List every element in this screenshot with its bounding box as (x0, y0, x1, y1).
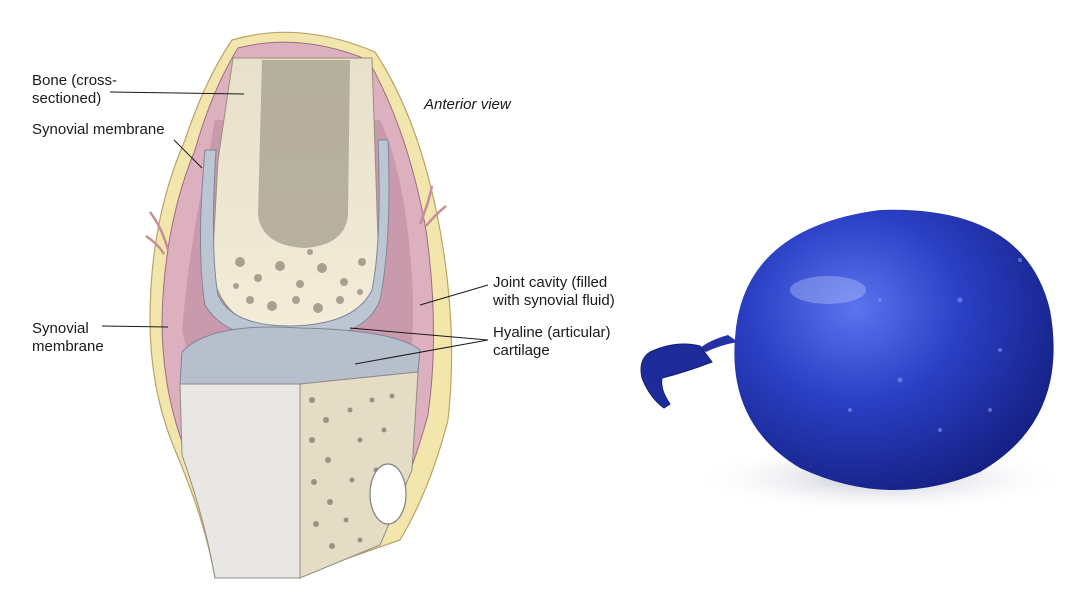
label-synovial-membrane-left: Synovial membrane (32, 320, 104, 355)
caption-anterior-view: Anterior view (424, 96, 511, 113)
balloon-body (734, 209, 1054, 491)
leader-synovial-left (101, 325, 169, 328)
upper-cartilage (200, 139, 390, 341)
balloon-knot (640, 343, 713, 409)
leader-cartilage-lower (354, 339, 489, 365)
vessel-right (418, 185, 447, 227)
tendon-bundle (369, 463, 407, 525)
lower-cartilage (179, 326, 421, 385)
label-joint-cavity: Joint cavity (filled with synovial fluid… (493, 274, 615, 309)
joint-illustration (145, 31, 453, 579)
label-synovial-membrane-top: Synovial membrane (32, 121, 165, 138)
label-hyaline-cartilage: Hyaline (articular) cartilage (493, 324, 611, 359)
water-droplets (848, 258, 1022, 432)
leader-lines (101, 91, 489, 365)
balloon-neck (700, 335, 738, 352)
leader-bone (109, 91, 245, 95)
vessel-left (145, 211, 170, 255)
leader-synovial-top (173, 139, 203, 169)
leader-joint-cavity (419, 284, 489, 306)
balloon-highlight (790, 276, 866, 304)
water-balloon (640, 209, 1070, 514)
medullary-cavity (258, 60, 350, 248)
leader-cartilage-upper (349, 327, 489, 341)
spongy-bone-texture (233, 249, 366, 313)
label-bone-cross-sectioned: Bone (cross- sectioned) (32, 72, 118, 107)
lower-bone (179, 383, 301, 579)
